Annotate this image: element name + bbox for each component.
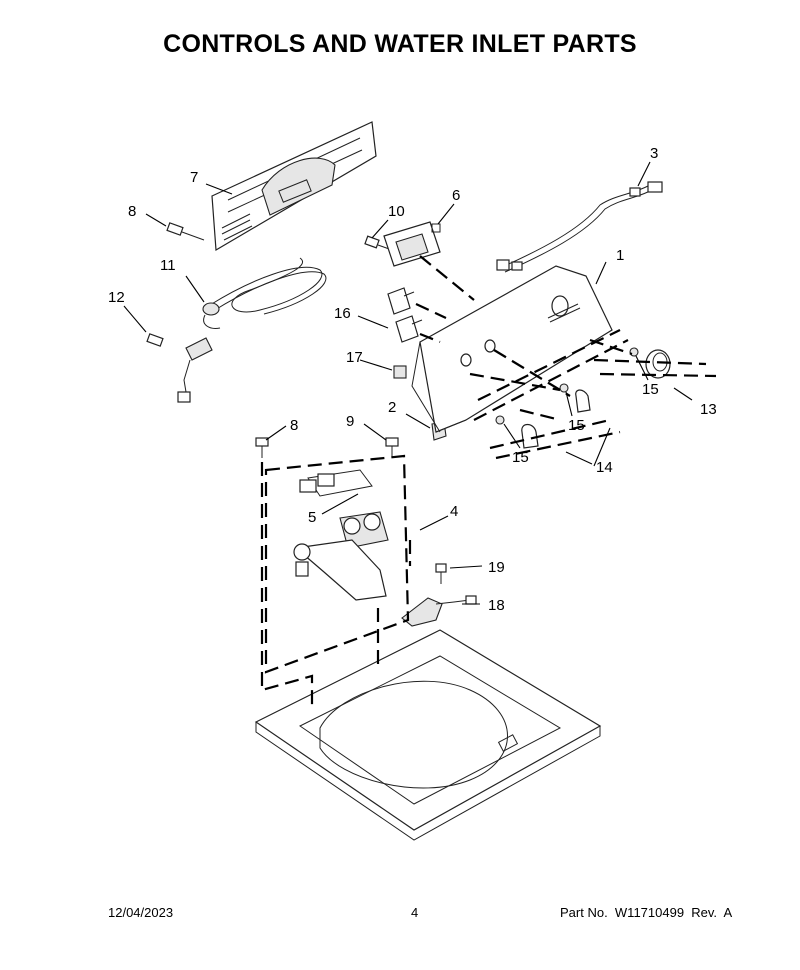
footer-part-number: Part No. W11710499 Rev. A xyxy=(560,905,733,920)
part-bushing-2 xyxy=(559,383,569,393)
callout-19: 19 xyxy=(488,559,505,576)
callout-15-c: 15 xyxy=(512,449,529,466)
part-bushing-3 xyxy=(495,415,505,425)
part-console xyxy=(411,265,613,433)
callout-6: 6 xyxy=(452,187,460,204)
callout-9: 9 xyxy=(346,413,354,430)
part-knob-large xyxy=(645,349,671,379)
callout-8-top: 8 xyxy=(128,203,136,220)
part-switches xyxy=(387,287,423,343)
callout-8-mid: 8 xyxy=(290,417,298,434)
callout-7: 7 xyxy=(190,169,198,186)
callout-16: 16 xyxy=(334,305,351,322)
part-water-valve xyxy=(293,469,389,601)
page-title: CONTROLS AND WATER INLET PARTS xyxy=(163,30,637,58)
footer-date: 12/04/2023 xyxy=(108,905,174,920)
part-power-cord xyxy=(202,257,327,329)
callout-4: 4 xyxy=(450,503,458,520)
part-rear-console-panel xyxy=(211,121,377,252)
callout-15-b: 15 xyxy=(568,417,585,434)
part-screw-19 xyxy=(435,563,447,584)
callout-13: 13 xyxy=(700,401,717,418)
part-knob-low xyxy=(521,423,539,449)
callout-2: 2 xyxy=(388,399,396,416)
part-control-board xyxy=(383,221,441,267)
part-wire-harness xyxy=(496,181,663,273)
part-screw-9 xyxy=(385,437,399,458)
part-strain-relief xyxy=(146,333,213,403)
part-clip xyxy=(393,365,407,379)
assembly-dashed-lines xyxy=(260,255,717,710)
part-flow-sensor xyxy=(401,595,477,627)
callout-15-a: 15 xyxy=(642,381,659,398)
part-top-frame xyxy=(254,629,602,841)
callout-5: 5 xyxy=(308,509,316,526)
callout-11: 11 xyxy=(160,257,176,274)
footer-page-number: 4 xyxy=(411,905,419,920)
callout-18: 18 xyxy=(488,597,505,614)
callout-12: 12 xyxy=(108,289,125,306)
callout-10: 10 xyxy=(388,203,405,220)
part-screw-8 xyxy=(255,437,269,458)
part-screw-top xyxy=(166,222,205,241)
callout-labels: 1 2 3 4 5 6 7 8 8 9 10 11 12 13 14 15 15… xyxy=(108,145,717,614)
callout-3: 3 xyxy=(650,145,658,162)
callout-1: 1 xyxy=(616,247,624,264)
part-knob-mid xyxy=(575,389,591,413)
callout-14: 14 xyxy=(596,459,613,476)
callout-leader-lines xyxy=(123,161,693,605)
part-screw-10 xyxy=(364,235,393,251)
callout-17: 17 xyxy=(346,349,363,366)
